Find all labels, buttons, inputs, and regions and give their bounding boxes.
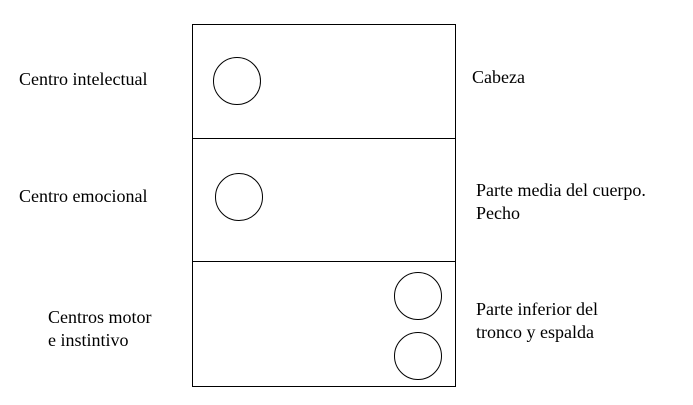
instinctive-center-circle [394, 332, 442, 380]
label-head: Cabeza [472, 67, 525, 87]
label-line: Cabeza [472, 67, 525, 87]
divider-chest-lower [192, 261, 456, 262]
motor-center-circle [394, 272, 442, 320]
label-line: Parte media del cuerpo. [476, 180, 646, 200]
body-box [192, 24, 456, 387]
label-mid-body-chest: Parte media del cuerpo. Pecho [476, 180, 646, 223]
label-emotional-center: Centro emocional [19, 186, 147, 206]
divider-head-chest [192, 138, 456, 139]
label-intellectual-center: Centro intelectual [19, 69, 147, 89]
label-line: tronco y espalda [476, 322, 594, 342]
label-line: e instintivo [48, 330, 129, 350]
label-line: Centro intelectual [19, 69, 148, 89]
label-motor-instinctive-centers: Centros motor e instintivo [48, 307, 152, 350]
label-line: Centros motor [48, 307, 152, 327]
label-lower-trunk-back: Parte inferior del tronco y espalda [476, 299, 598, 342]
label-line: Parte inferior del [476, 299, 598, 319]
intellectual-center-circle [213, 57, 261, 105]
label-line: Centro emocional [19, 186, 148, 206]
label-line: Pecho [476, 203, 520, 223]
emotional-center-circle [215, 173, 263, 221]
